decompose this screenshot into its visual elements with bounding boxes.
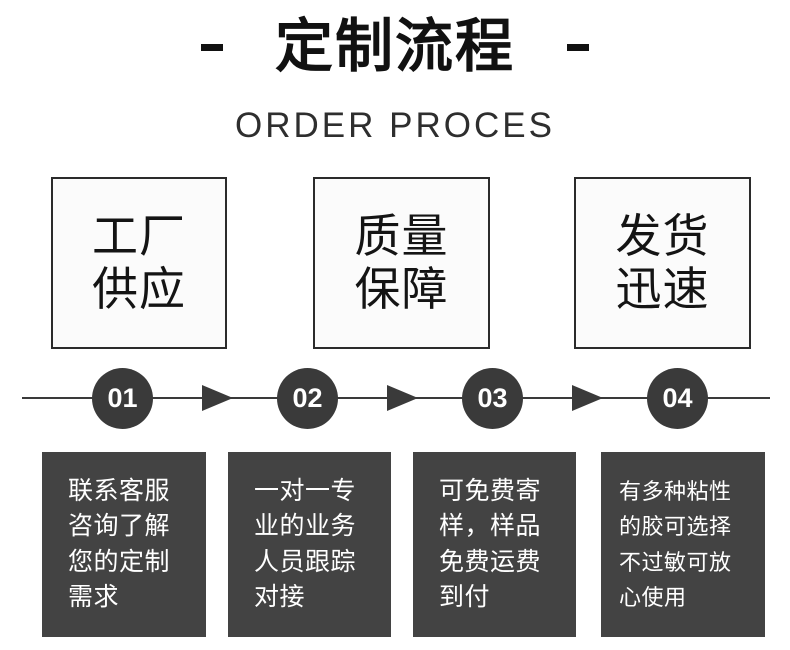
- description-box-glue-options: 有多种粘性 的胶可选择 不过敏可放 心使用: [601, 452, 765, 637]
- title-dash-left-icon: [200, 43, 223, 51]
- feature-line: 保障: [354, 263, 449, 315]
- title-dash-right-icon: [567, 43, 589, 51]
- description-line: 需求: [68, 583, 120, 611]
- step-circle-04: 04: [647, 368, 708, 429]
- description-line: 您的定制: [68, 547, 171, 576]
- step-number: 03: [477, 383, 508, 413]
- process-timeline: 01 02 03 04: [0, 368, 790, 430]
- description-line: 到付: [439, 583, 491, 611]
- arrow-right-icon: [202, 385, 233, 411]
- feature-line: 质量: [354, 209, 449, 262]
- page-subtitle: ORDER PROCES: [235, 106, 555, 145]
- description-box-contact-service: 联系客服 咨询了解 您的定制 需求: [42, 452, 206, 637]
- step-number: 04: [662, 383, 693, 413]
- description-line: 不过敏可放: [619, 549, 732, 575]
- feature-box-quality-guarantee: 质量 保障: [313, 177, 490, 349]
- description-line: 样，样品: [439, 512, 542, 540]
- description-line: 联系客服: [68, 476, 171, 505]
- step-circle-02: 02: [277, 368, 338, 429]
- description-line: 有多种粘性: [619, 479, 732, 505]
- description-line: 业的业务: [254, 512, 357, 540]
- step-number: 02: [292, 383, 323, 413]
- feature-line: 迅速: [615, 263, 710, 315]
- feature-line: 工厂: [92, 209, 186, 262]
- step-circle-03: 03: [462, 368, 523, 429]
- title-row: 定制流程: [0, 18, 790, 76]
- step-number: 01: [107, 383, 138, 413]
- description-line: 免费运费: [439, 547, 542, 576]
- page-header: 定制流程 ORDER PROCES: [0, 0, 790, 168]
- page-title: 定制流程: [274, 14, 515, 79]
- description-line: 的胶可选择: [619, 514, 732, 540]
- description-line: 心使用: [619, 584, 687, 610]
- feature-box-fast-shipping: 发货 迅速: [574, 177, 751, 349]
- description-line: 人员跟踪: [254, 547, 357, 576]
- feature-line: 供应: [92, 263, 186, 315]
- description-line: 对接: [254, 583, 306, 611]
- step-circle-01: 01: [92, 368, 153, 429]
- description-line: 咨询了解: [68, 512, 171, 540]
- description-line: 一对一专: [254, 476, 357, 505]
- feature-line: 发货: [615, 209, 710, 262]
- feature-box-factory-supply: 工厂 供应: [51, 177, 227, 349]
- arrow-right-icon: [387, 385, 418, 411]
- description-box-one-on-one: 一对一专 业的业务 人员跟踪 对接: [228, 452, 391, 637]
- description-box-free-sample: 可免费寄 样，样品 免费运费 到付: [413, 452, 576, 637]
- description-line: 可免费寄: [439, 476, 542, 505]
- arrow-right-icon: [572, 385, 603, 411]
